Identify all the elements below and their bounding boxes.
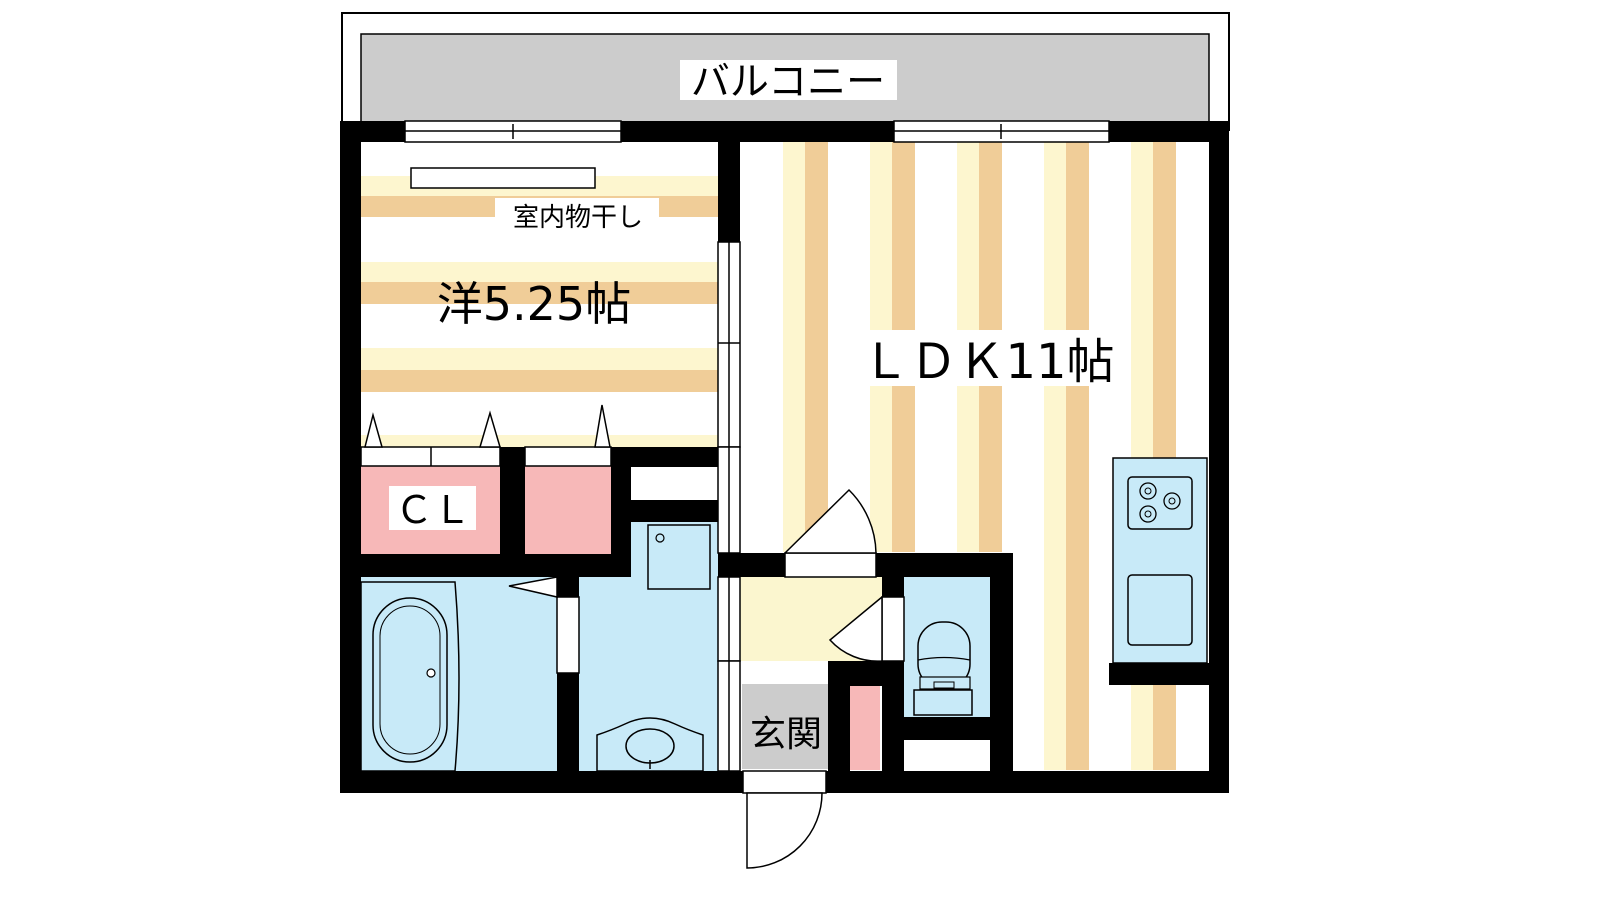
closet: ＣＬ <box>360 404 612 554</box>
front-door <box>742 770 827 869</box>
shoe-box <box>850 686 880 770</box>
balcony-window-left <box>404 120 622 143</box>
door-toilet <box>881 596 905 662</box>
closet-label: ＣＬ <box>395 488 471 532</box>
balcony-window-right <box>893 120 1110 143</box>
door-hall-to-ldk <box>783 488 877 578</box>
kitchen <box>1112 457 1208 664</box>
walls <box>340 121 1229 793</box>
ldk-label: ＬＤＫ11帖 <box>861 334 1114 390</box>
drying-bar <box>410 167 596 189</box>
door-bath-swing <box>508 576 558 598</box>
sliding-door-bath <box>556 596 580 674</box>
bathtub <box>360 581 460 772</box>
door-toilet-swing <box>828 595 883 662</box>
washing-machine <box>647 524 711 590</box>
western-room-label: 洋5.25帖 <box>437 277 631 331</box>
indoor-drying-label: 室内物干し <box>513 203 643 233</box>
wash-basin <box>596 717 704 772</box>
western-room-floor <box>361 142 718 447</box>
kitchen-sink <box>1127 574 1193 646</box>
stove <box>1127 476 1193 530</box>
balcony-label: バルコニー <box>691 60 885 105</box>
toilet <box>913 621 973 716</box>
sliding-door-washroom <box>717 446 741 772</box>
balcony: バルコニー <box>341 12 1230 131</box>
entrance-label: 玄関 <box>750 714 822 755</box>
entrance-step <box>742 684 828 769</box>
sliding-door-western-ldk <box>717 241 741 448</box>
